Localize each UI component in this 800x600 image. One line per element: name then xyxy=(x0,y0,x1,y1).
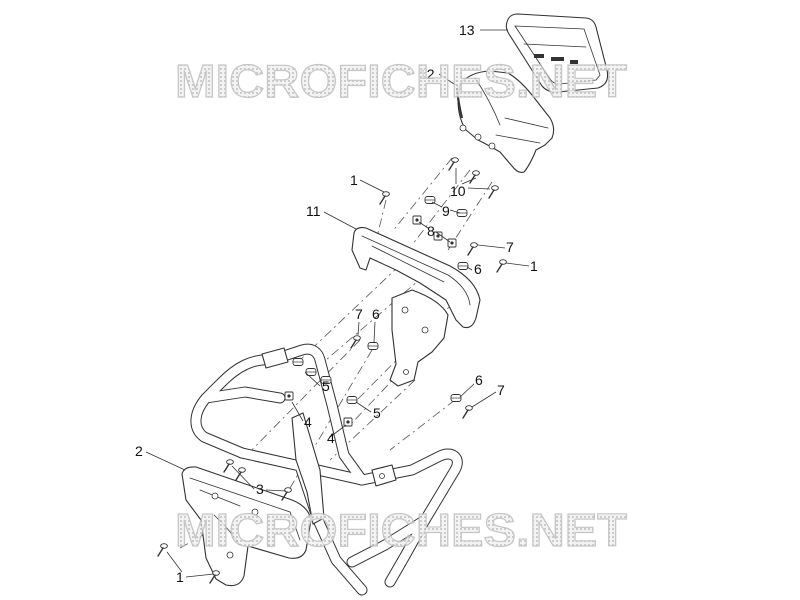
part-13-instrument-display xyxy=(505,13,609,93)
callout-7-lower: 7 xyxy=(497,382,505,398)
callout-1-bottom: 1 xyxy=(176,569,184,585)
screw-7-right xyxy=(467,241,479,256)
screw-3a xyxy=(223,459,235,473)
callout-3: 3 xyxy=(256,481,264,497)
mounting-plate xyxy=(389,289,449,387)
clip-4a xyxy=(284,391,294,401)
grommet-6-lower xyxy=(450,394,462,402)
callout-7-right: 7 xyxy=(506,239,514,255)
callout-8: 8 xyxy=(427,223,435,239)
part-11-instrument-bracket xyxy=(351,227,481,387)
callout-6-right: 6 xyxy=(474,261,482,277)
frame-bracket xyxy=(261,347,289,369)
callout-10: 10 xyxy=(450,183,466,199)
grommet-5d xyxy=(346,396,358,404)
screw-1-bottom-a xyxy=(157,543,169,557)
callout-1-top: 1 xyxy=(350,172,358,188)
callout-9: 9 xyxy=(442,203,450,219)
leader-lines xyxy=(145,29,530,578)
screw-10b xyxy=(469,169,481,184)
callout-1-right: 1 xyxy=(530,258,538,274)
side-bracket xyxy=(291,412,325,525)
watermark-top: MICROFICHES.NET xyxy=(175,55,627,107)
callout-6-left: 6 xyxy=(372,306,380,322)
screw-7-lower xyxy=(462,405,474,419)
screw-1-right xyxy=(496,259,508,273)
grommet-6-right xyxy=(457,262,469,270)
callout-12: 12 xyxy=(419,66,435,82)
grommet-5a xyxy=(292,358,304,366)
callout-5-upper: 5 xyxy=(322,378,330,394)
callout-4-lower: 4 xyxy=(327,430,335,446)
callout-4-upper: 4 xyxy=(304,414,312,430)
tubular-frame xyxy=(196,348,457,590)
watermark-bottom: MICROFICHES.NET xyxy=(175,504,627,556)
screw-1-top xyxy=(379,190,391,205)
part-2-front-fairing xyxy=(181,466,312,587)
grommet-6-left xyxy=(367,342,379,350)
callout-11: 11 xyxy=(306,203,321,219)
clip-8c xyxy=(447,238,457,248)
callout-7-left: 7 xyxy=(355,306,363,322)
callout-5-lower: 5 xyxy=(373,405,381,421)
part-12-cover-housing xyxy=(455,70,555,173)
grommet-9b xyxy=(456,209,468,217)
callouts: 13 12 1 10 9 11 8 7 6 1 7 6 5 5 4 4 6 7 … xyxy=(135,22,538,585)
clip-4b xyxy=(343,417,353,427)
callout-6-lower: 6 xyxy=(475,372,483,388)
callout-2: 2 xyxy=(135,443,143,459)
screw-10c xyxy=(488,184,500,199)
callout-13: 13 xyxy=(459,22,475,38)
